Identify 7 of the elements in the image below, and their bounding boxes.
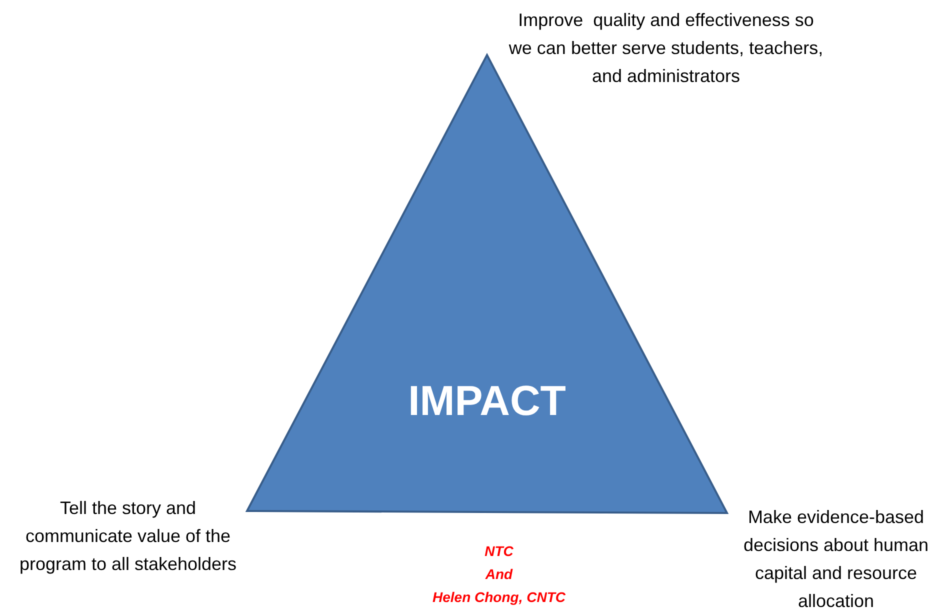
- credit-note: Helen Chong, CNTC: [432, 588, 566, 607]
- credit-note: And: [485, 565, 513, 584]
- goal-text: Improve quality and effectiveness so we can better serve students, teachers, and administrators: [508, 9, 824, 88]
- goal-text: Make evidence-based decisions about human capital and resource allocation: [742, 506, 930, 610]
- node-title: IMPACT: [408, 377, 566, 426]
- goal-text: Tell the story and communicate value of the program to all stakeholders: [18, 497, 238, 576]
- credit-note: NTC: [484, 542, 514, 561]
